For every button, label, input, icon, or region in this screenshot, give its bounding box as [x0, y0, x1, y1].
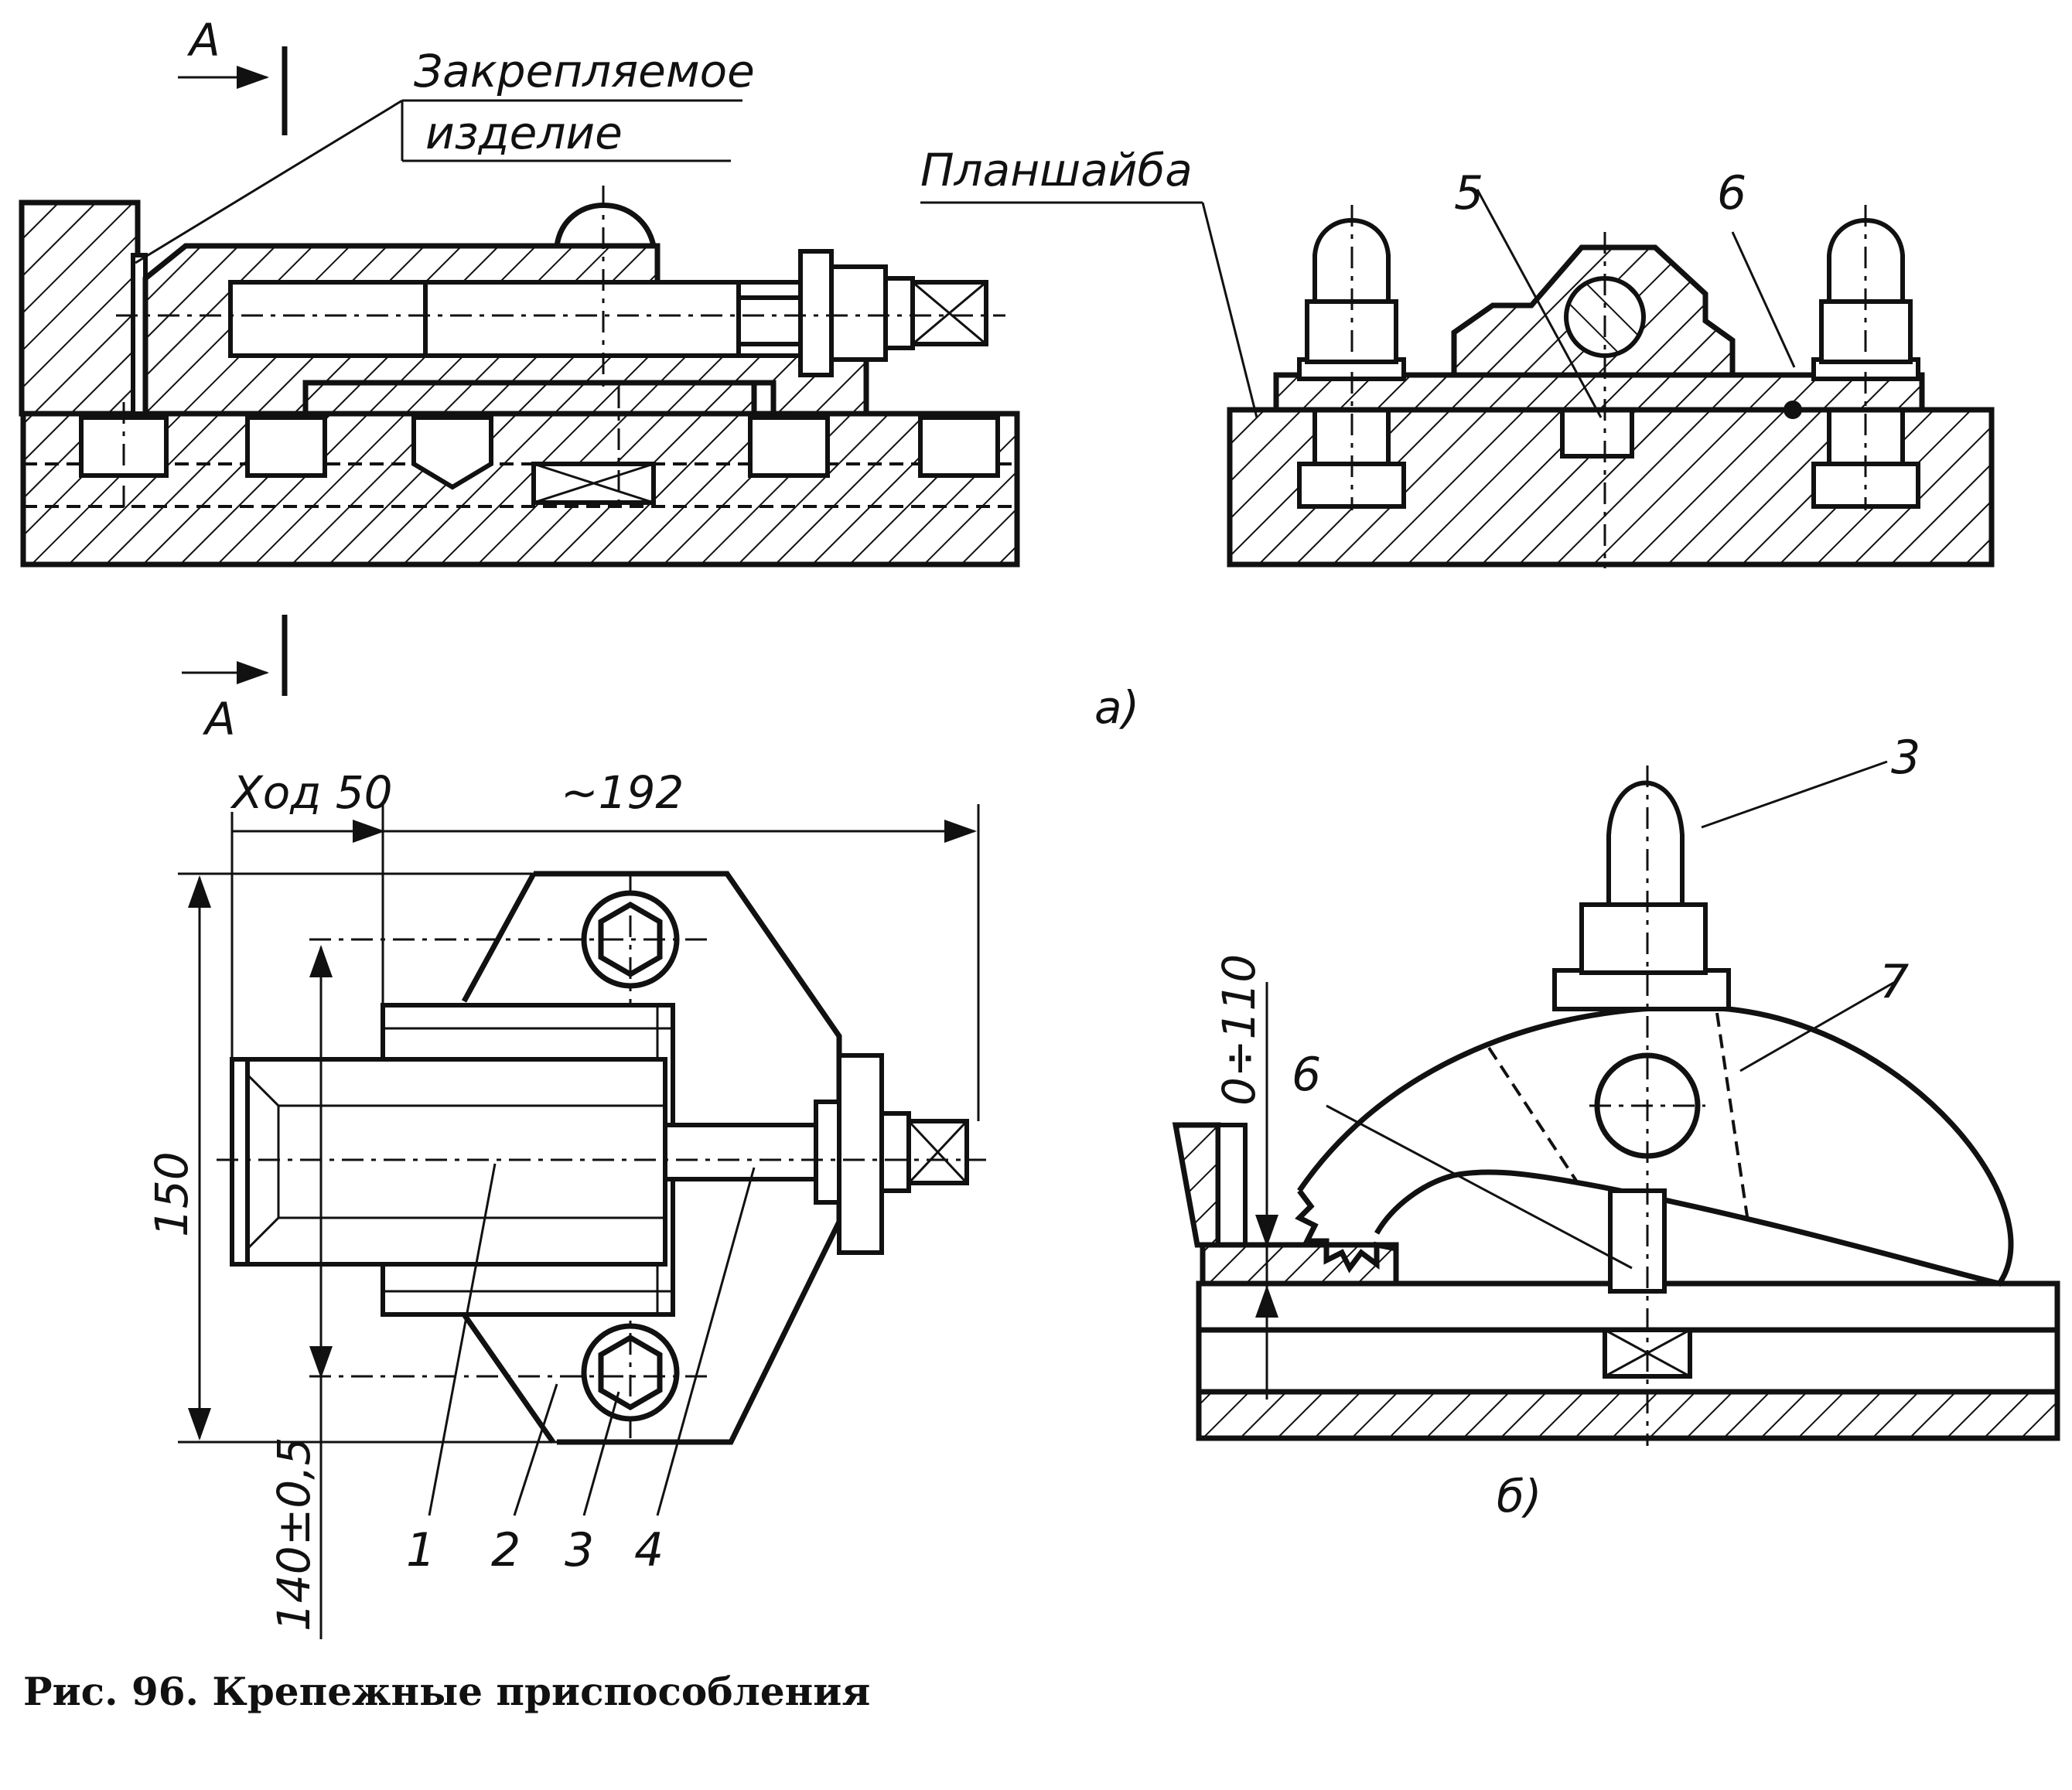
dimension-stroke: Ход 50: [230, 766, 393, 819]
section-mark-bottom: [182, 615, 288, 696]
callout-3-view-b: 3: [1891, 731, 1920, 785]
section-mark-top: [178, 46, 288, 135]
callout-6-top: 6: [1717, 166, 1746, 220]
callout-7: 7: [1879, 955, 1909, 1009]
dimension-center: 140±0,5: [268, 1437, 320, 1631]
section-letter-bottom: A: [202, 693, 236, 745]
view-a-side-section: [19, 186, 1020, 568]
workpiece-label-line1: Закрепляемое: [414, 45, 755, 97]
view-a-cross-section: [1227, 189, 1995, 568]
workpiece-label-line2: изделие: [425, 107, 623, 159]
faceplate-leader: [920, 201, 1258, 418]
callout-5: 5: [1454, 166, 1483, 220]
faceplate-label: Планшайба: [920, 144, 1193, 196]
figure-caption: Рис. 96. Крепежные приспособления: [23, 1669, 870, 1714]
plan-callout-leaders: [428, 1163, 756, 1516]
callout-4: 4: [634, 1523, 664, 1577]
callout-6-view-b: 6: [1292, 1048, 1321, 1102]
dimension-range: 0÷110: [1213, 954, 1265, 1106]
callout-1: 1: [406, 1523, 435, 1577]
workpiece-leader: [135, 99, 742, 264]
dimension-height: 150: [145, 1151, 198, 1237]
plan-view: [217, 871, 986, 1446]
view-b-label: б): [1497, 1470, 1541, 1522]
view-b-cam-clamp: [1172, 760, 2060, 1446]
plan-dimensions: [178, 804, 980, 1639]
dimension-length: ~192: [561, 766, 684, 819]
view-a-label: а): [1094, 681, 1139, 734]
section-letter-top: A: [186, 14, 220, 66]
callout-3: 3: [565, 1523, 594, 1577]
callout-2: 2: [491, 1523, 521, 1577]
